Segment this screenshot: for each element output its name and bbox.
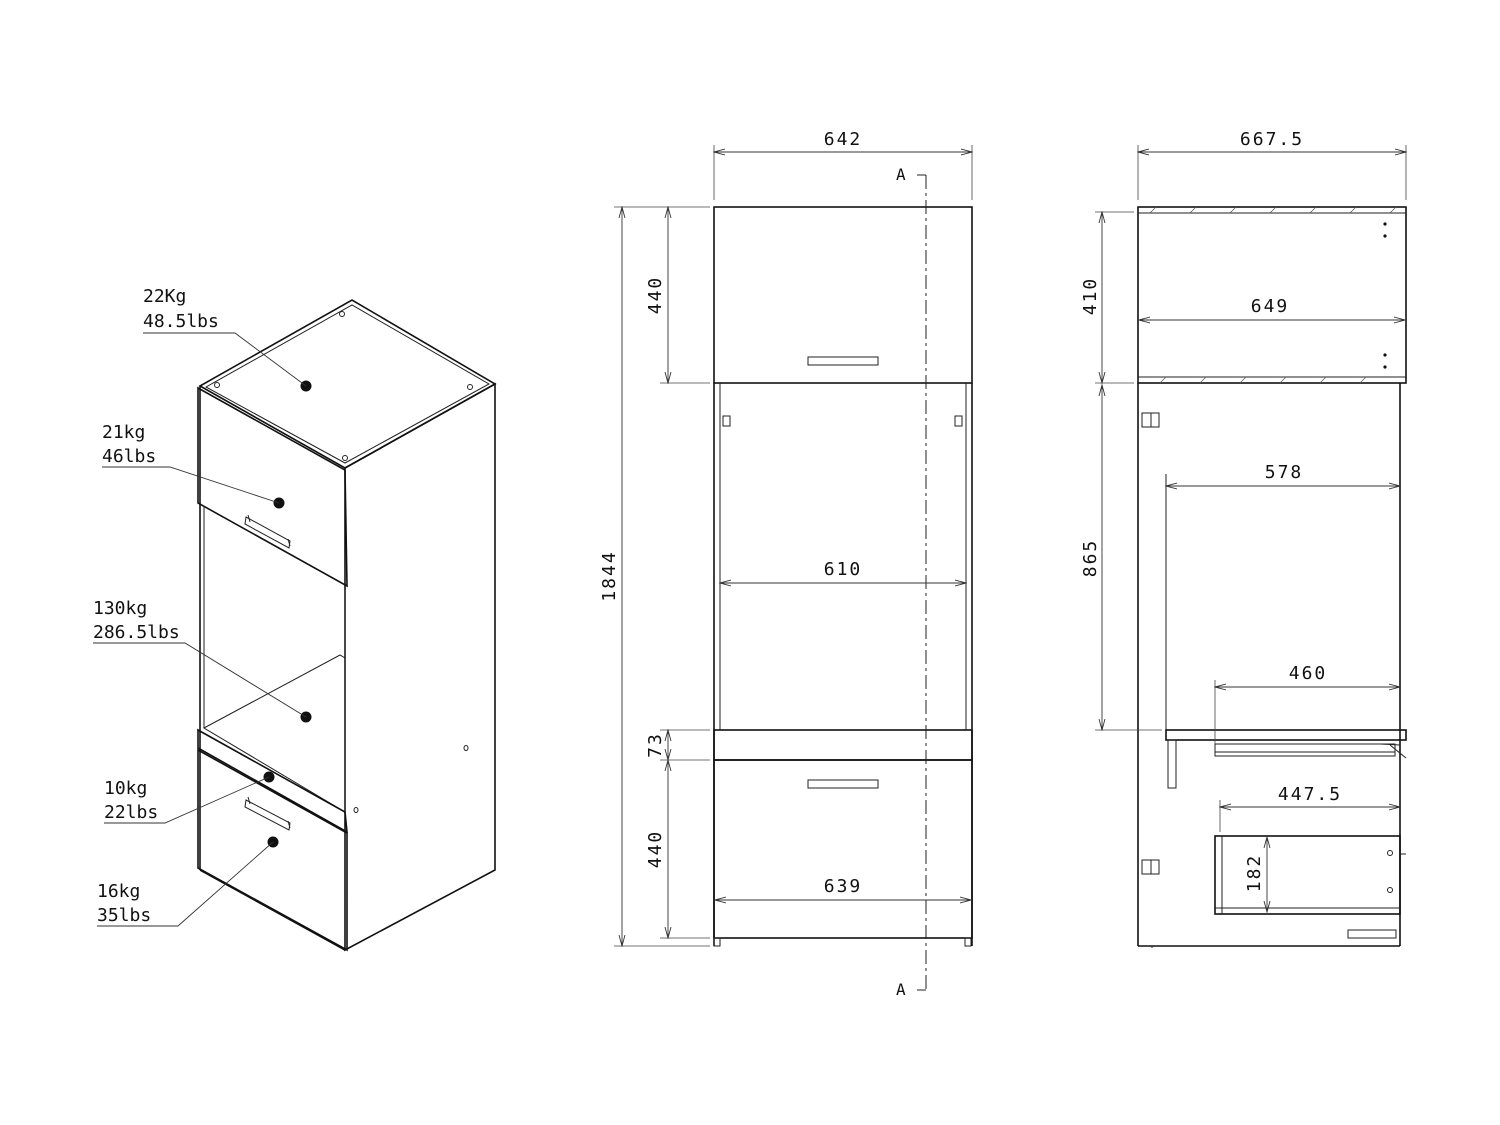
weight-5-kg: 16kg xyxy=(97,881,140,902)
dim-top-door-height: 440 xyxy=(645,276,666,315)
weight-1-kg: 22Kg xyxy=(143,286,186,307)
front-view: A A 642 1844 440 610 73 440 639 xyxy=(599,129,972,999)
weight-4-kg: 10kg xyxy=(104,778,147,799)
section-label-bottom: A xyxy=(896,980,906,999)
side-section-view: 667.5 410 649 865 578 460 447.5 182 xyxy=(1080,129,1406,948)
weight-labels: 22Kg 48.5lbs 21kg 46lbs 130kg 286.5lbs 1… xyxy=(93,286,219,926)
bottom-drawer-handle xyxy=(244,796,291,831)
top-door-handle xyxy=(244,514,291,549)
weight-2-kg: 21kg xyxy=(102,422,145,443)
dim-opening-width: 610 xyxy=(824,559,863,580)
dim-overall-depth: 667.5 xyxy=(1240,129,1304,150)
weight-3-lbs: 286.5lbs xyxy=(93,622,180,643)
dim-opening-depth: 578 xyxy=(1265,462,1304,483)
dim-shelf-depth: 460 xyxy=(1289,663,1328,684)
weight-4-lbs: 22lbs xyxy=(104,802,158,823)
dim-drawer-height: 182 xyxy=(1244,854,1265,893)
isometric-view xyxy=(93,299,497,952)
section-label-top: A xyxy=(896,165,906,184)
weight-5-lbs: 35lbs xyxy=(97,905,151,926)
weight-3-kg: 130kg xyxy=(93,598,147,619)
dim-top-inner-depth: 649 xyxy=(1251,296,1290,317)
dim-overall-width: 642 xyxy=(824,129,863,150)
dim-opening-height: 865 xyxy=(1080,539,1101,578)
dim-drawer-depth: 447.5 xyxy=(1278,784,1342,805)
dim-plinth-height: 73 xyxy=(645,732,666,758)
dim-bottom-width: 639 xyxy=(824,876,863,897)
dim-top-height: 410 xyxy=(1080,277,1101,316)
top-panel-hatching xyxy=(1149,206,1397,384)
weight-2-lbs: 46lbs xyxy=(102,446,156,467)
dim-bottom-drawer-height: 440 xyxy=(645,830,666,869)
dim-overall-height: 1844 xyxy=(599,550,620,601)
weight-1-lbs: 48.5lbs xyxy=(143,311,219,332)
